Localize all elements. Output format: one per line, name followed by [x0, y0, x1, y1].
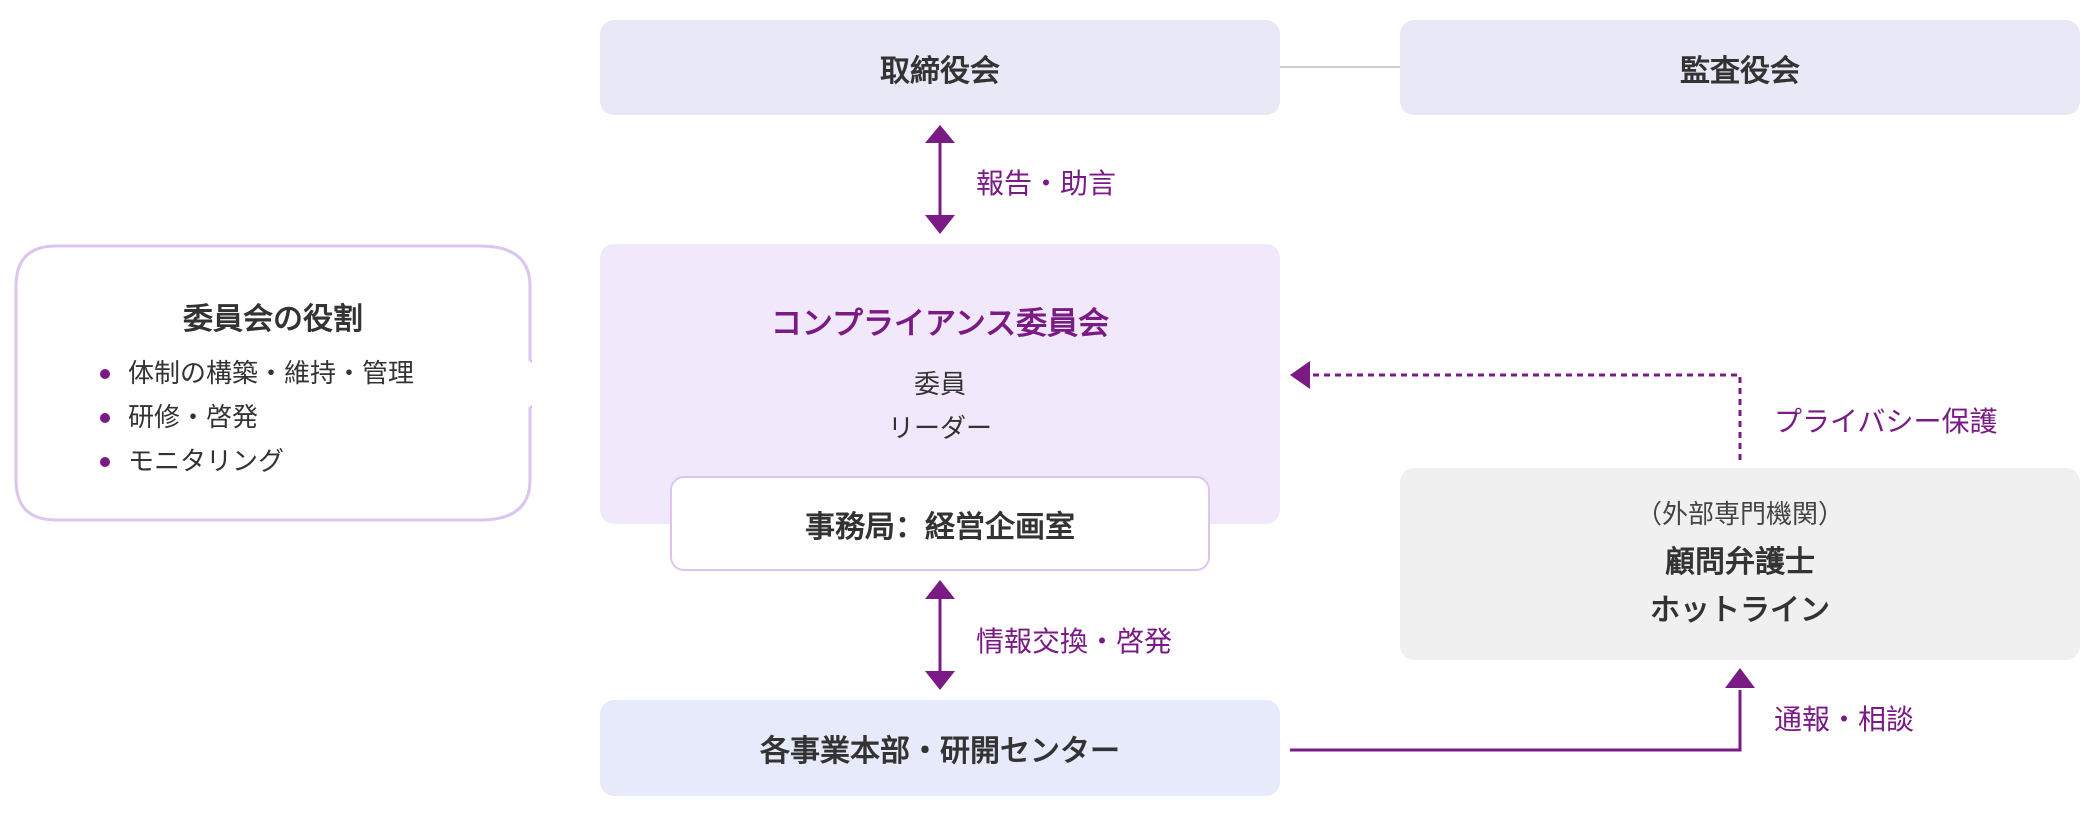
committee-member-line-2: リーダー [887, 414, 992, 444]
bullet-icon [100, 457, 110, 467]
secretariat-box: 事務局：経営企画室 [670, 476, 1210, 571]
external-lawyer-label: 顧問弁護士 [1665, 544, 1815, 580]
role-list-item: 体制の構築・維持・管理 [100, 352, 414, 396]
compliance-committee-title: コンプライアンス委員会 [770, 306, 1110, 342]
audit-board-label: 監査役会 [1680, 53, 1800, 89]
role-list-item: モニタリング [100, 440, 414, 484]
report-advice-arrow [925, 125, 955, 234]
business-divisions-label: 各事業本部・研開センター [760, 734, 1120, 769]
privacy-arrow [1290, 361, 1742, 460]
external-organization-box: （外部専門機関） 顧問弁護士 ホットライン [1400, 468, 2080, 660]
role-list-item: 研修・啓発 [100, 396, 414, 440]
bullet-icon [100, 413, 110, 423]
board-of-directors-box: 取締役会 [600, 20, 1280, 115]
board-of-directors-label: 取締役会 [880, 53, 1000, 89]
external-hotline-label: ホットライン [1650, 592, 1830, 628]
committee-role-bubble: 委員会の役割 体制の構築・維持・管理 研修・啓発 モニタリング [14, 244, 532, 522]
role-bubble-shape [14, 244, 532, 522]
privacy-protection-label: プライバシー保護 [1774, 405, 1998, 438]
bullet-icon [100, 369, 110, 379]
role-list: 体制の構築・維持・管理 研修・啓発 モニタリング [100, 352, 414, 484]
audit-board-box: 監査役会 [1400, 20, 2080, 115]
committee-member-line-1: 委員 [913, 370, 966, 400]
report-consult-arrow [1290, 668, 1755, 752]
role-title: 委員会の役割 [183, 302, 363, 337]
info-exchange-label: 情報交換・啓発 [976, 625, 1173, 658]
report-advice-label: 報告・助言 [976, 167, 1117, 200]
secretariat-label: 事務局：経営企画室 [805, 509, 1075, 545]
business-divisions-box: 各事業本部・研開センター [600, 700, 1280, 796]
external-organization-subtitle: （外部専門機関） [1635, 499, 1844, 530]
report-consult-label: 通報・相談 [1774, 703, 1915, 736]
info-exchange-arrow [925, 580, 955, 690]
